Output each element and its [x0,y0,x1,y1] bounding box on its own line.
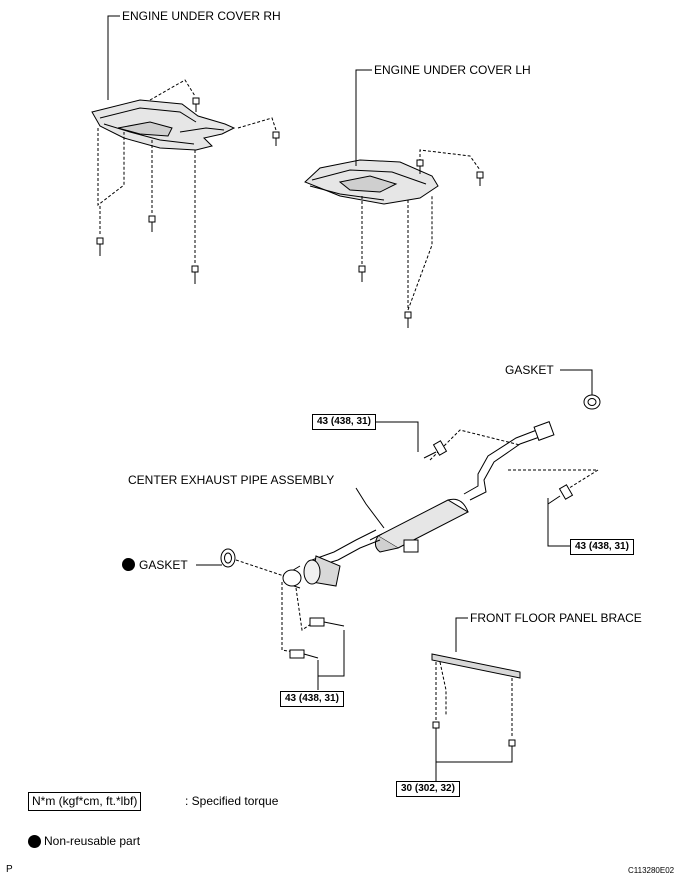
torque-brace-leader [435,740,513,763]
lh-label-leader [355,69,372,166]
torque-flange-front-upper: 43 (438, 31) [312,414,376,430]
rh-bolts [96,97,280,284]
engine-under-cover-lh-part [304,159,439,205]
legend-non-reusable: Non-reusable part [44,834,141,848]
torque-brace: 30 (302, 32) [396,781,460,797]
torque-upper-leader [376,421,419,452]
label-gasket-top: GASKET [505,363,554,377]
gasket-top-leader [560,369,593,396]
gasket-left-ring [220,548,236,568]
lh-bolt-guides [361,149,481,311]
torque-flange-front-lower: 43 (438, 31) [280,691,344,707]
label-center-exhaust-pipe-assembly: CENTER EXHAUST PIPE ASSEMBLY [128,473,335,487]
lh-bolts [358,159,484,328]
footer-left-code: P [6,864,13,875]
label-engine-under-cover-lh: ENGINE UNDER COVER LH [374,63,531,77]
rh-bolt-guides [97,79,277,264]
label-front-floor-panel-brace: FRONT FLOOR PANEL BRACE [470,611,642,625]
torque-flange-rear: 43 (438, 31) [570,539,634,555]
rh-label-leader [107,15,120,100]
legend-torque-unit: N*m (kgf*cm, ft.*lbf) [28,792,142,811]
label-engine-under-cover-rh: ENGINE UNDER COVER RH [122,9,281,23]
brace-bolt-guides [435,661,513,738]
legend-non-reusable-icon [28,835,41,848]
footer-right-code: C113280E02 [628,866,675,875]
flange-bolts-upper [423,440,574,505]
flange-bolts-lower [289,617,345,659]
non-reusable-marker-gasket [122,558,135,571]
engine-under-cover-rh-part [91,99,236,151]
label-gasket-left: GASKET [139,558,188,572]
front-floor-panel-brace-part [431,653,521,679]
center-exhaust-pipe-part [282,421,555,589]
gasket-top-ring [583,394,601,410]
brace-bolts [432,721,516,756]
legend-torque-desc: : Specified torque [185,794,279,808]
torque-rear-leader [547,498,570,547]
torque-lower-leader [318,630,345,677]
brace-label-leader [455,617,468,652]
center-pipe-leader [355,487,385,529]
